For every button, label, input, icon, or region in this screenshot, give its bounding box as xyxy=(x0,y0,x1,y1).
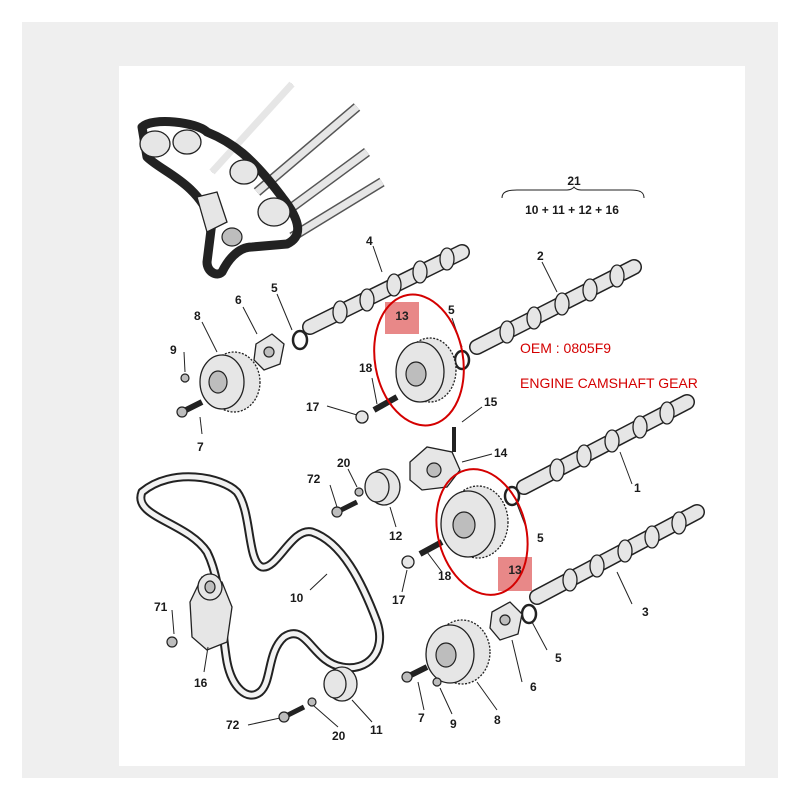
callout-14: 14 xyxy=(494,446,508,460)
bolt-7-top xyxy=(176,399,204,418)
callout-20-b: 20 xyxy=(332,729,346,743)
highlight-label-bottom: 13 xyxy=(508,563,522,577)
washer-20-top xyxy=(354,487,364,497)
callout-12: 12 xyxy=(389,529,403,543)
sprocket-8-top xyxy=(199,351,261,413)
callout-7-b: 7 xyxy=(418,711,425,725)
callout-5-b: 5 xyxy=(448,303,455,317)
tensioner-14 xyxy=(409,446,461,491)
highlight-top: 13 xyxy=(373,293,465,427)
pin-9-bottom xyxy=(432,677,442,687)
callout-9-a: 9 xyxy=(170,343,177,357)
seal-5-d xyxy=(520,603,538,625)
leader-lines xyxy=(171,245,633,728)
formula-total: 21 xyxy=(567,174,581,188)
bolt-72-bottom xyxy=(278,704,306,723)
callout-15: 15 xyxy=(484,395,498,409)
idler-12 xyxy=(364,468,401,506)
highlight-bottom: 13 xyxy=(435,468,532,596)
sprocket-8-bottom xyxy=(425,619,491,685)
callout-72-b: 72 xyxy=(226,718,240,732)
callout-11: 11 xyxy=(370,723,383,737)
highlight-label-top: 13 xyxy=(395,309,409,323)
callout-72-a: 72 xyxy=(307,472,321,486)
highlight-ellipse-bottom xyxy=(435,468,529,596)
bolt-18-bottom xyxy=(401,539,444,569)
assembly-formula: 21 10 + 11 + 12 + 16 xyxy=(501,174,645,217)
phaser-hub-6-top xyxy=(253,333,285,371)
bolt-72-top xyxy=(331,499,359,518)
callout-18-a: 18 xyxy=(359,361,373,375)
highlight-ellipse-top xyxy=(373,293,465,427)
callout-2: 2 xyxy=(537,249,544,263)
callout-16: 16 xyxy=(194,676,208,690)
bolt-18-top xyxy=(355,394,399,424)
callout-18-b: 18 xyxy=(438,569,452,583)
callout-5-d: 5 xyxy=(555,651,562,665)
seal-5-a xyxy=(291,329,309,351)
callout-1: 1 xyxy=(634,481,641,495)
tensioner-16 xyxy=(166,573,233,651)
camshaft-gear-13-top xyxy=(395,337,457,403)
callout-10: 10 xyxy=(290,591,304,605)
image-frame: 21 10 + 11 + 12 + 16 xyxy=(22,22,778,778)
pin-9-top xyxy=(180,373,190,383)
callout-71: 71 xyxy=(154,600,168,614)
callout-3: 3 xyxy=(642,605,649,619)
highlight-box-top xyxy=(385,302,419,334)
washer-20-bottom xyxy=(307,697,317,707)
callout-17-a: 17 xyxy=(306,400,320,414)
part-title-annotation: ENGINE CAMSHAFT GEAR xyxy=(520,375,698,391)
bolt-71 xyxy=(166,636,178,648)
callout-4: 4 xyxy=(366,234,373,248)
oem-annotation: OEM : 0805F9 xyxy=(520,340,611,356)
camshaft-1 xyxy=(516,394,695,495)
callout-6: 6 xyxy=(235,293,242,307)
phaser-hub-6-bottom xyxy=(489,601,523,641)
callout-6-b: 6 xyxy=(530,680,537,694)
callout-labels: 4 2 6 5 8 5 9 18 17 15 7 14 20 72 1 5 12… xyxy=(154,234,649,743)
callout-7-a: 7 xyxy=(197,440,204,454)
exploded-view-diagram: 21 10 + 11 + 12 + 16 xyxy=(119,66,745,766)
seal-5-c xyxy=(503,485,521,507)
camshaft-4 xyxy=(302,244,470,335)
camshaft-3 xyxy=(529,504,705,605)
callout-9-b: 9 xyxy=(450,717,457,731)
callout-17-b: 17 xyxy=(392,593,406,607)
formula-parts: 10 + 11 + 12 + 16 xyxy=(525,203,619,217)
overview-timing-belt xyxy=(137,117,303,279)
washer-17-top xyxy=(355,410,369,424)
washer-17-bottom xyxy=(401,555,415,569)
bolt-7-bottom xyxy=(401,664,429,683)
camshaft-2 xyxy=(469,259,642,355)
callout-5-c: 5 xyxy=(537,531,544,545)
parts-diagram-svg: 21 10 + 11 + 12 + 16 xyxy=(136,81,705,743)
idler-11 xyxy=(323,666,358,702)
callout-8-a: 8 xyxy=(194,309,201,323)
callout-5-a: 5 xyxy=(271,281,278,295)
callout-8-b: 8 xyxy=(494,713,501,727)
camshaft-gear-13-bottom xyxy=(440,485,509,559)
callout-20-a: 20 xyxy=(337,456,351,470)
